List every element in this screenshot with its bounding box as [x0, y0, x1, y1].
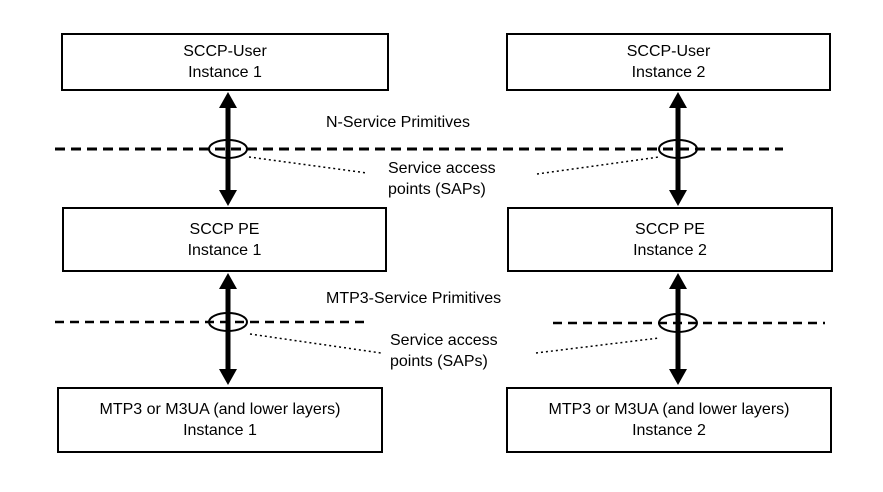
box-instance: Instance 1 — [188, 64, 262, 81]
sap-label-top-line1: Service access — [388, 160, 496, 177]
box-instance: Instance 1 — [187, 241, 262, 259]
sccp-pe-box-instance1: SCCP PE Instance 1 — [62, 207, 387, 272]
box-title: MTP3 or M3UA (and lower layers) — [548, 401, 790, 418]
box-title: SCCP-User — [626, 43, 711, 60]
mtp3-box-instance2: MTP3 or M3UA (and lower layers) Instance… — [506, 387, 832, 453]
sap-label-bottom-line1: Service access — [390, 332, 498, 349]
sap-label-top: Service access points (SAPs) — [388, 158, 496, 200]
box-title: SCCP PE — [189, 220, 260, 238]
box-title: SCCP PE — [635, 220, 705, 238]
mtp3-service-primitives-label: MTP3-Service Primitives — [326, 290, 502, 307]
sap-leader-top-right — [536, 156, 660, 175]
sap-leader-bottom-right — [535, 337, 660, 354]
box-title: MTP3 or M3UA (and lower layers) — [99, 401, 341, 418]
sap-label-bottom-line2: points (SAPs) — [390, 353, 488, 370]
sap-leader-top-left — [248, 156, 368, 174]
sap-ellipse-lower-instance2 — [658, 313, 698, 333]
sap-leader-bottom-left — [249, 333, 382, 354]
box-instance: Instance 2 — [631, 64, 706, 81]
arrow-sccppe-mtp3-instance1 — [219, 273, 237, 385]
sap-label-bottom: Service access points (SAPs) — [390, 330, 498, 372]
box-instance: Instance 1 — [183, 422, 257, 439]
mtp3-box-instance1: MTP3 or M3UA (and lower layers) Instance… — [57, 387, 383, 453]
n-service-primitives-label: N-Service Primitives — [326, 114, 471, 131]
sccp-user-box-instance2: SCCP-User Instance 2 — [506, 33, 831, 91]
sap-ellipse-upper-instance1 — [208, 139, 248, 159]
box-instance: Instance 2 — [633, 241, 707, 259]
sap-label-top-line2: points (SAPs) — [388, 181, 486, 198]
box-instance: Instance 2 — [632, 422, 706, 439]
arrow-sccppe-mtp3-instance2 — [669, 273, 687, 385]
box-title: SCCP-User — [183, 43, 267, 60]
sccp-user-box-instance1: SCCP-User Instance 1 — [61, 33, 389, 91]
sap-ellipse-lower-instance1 — [208, 312, 248, 332]
sccp-pe-box-instance2: SCCP PE Instance 2 — [507, 207, 833, 272]
sap-ellipse-upper-instance2 — [658, 139, 698, 159]
arrow-sccpuser-sccppe-instance1 — [219, 92, 237, 206]
arrow-sccpuser-sccppe-instance2 — [669, 92, 687, 206]
